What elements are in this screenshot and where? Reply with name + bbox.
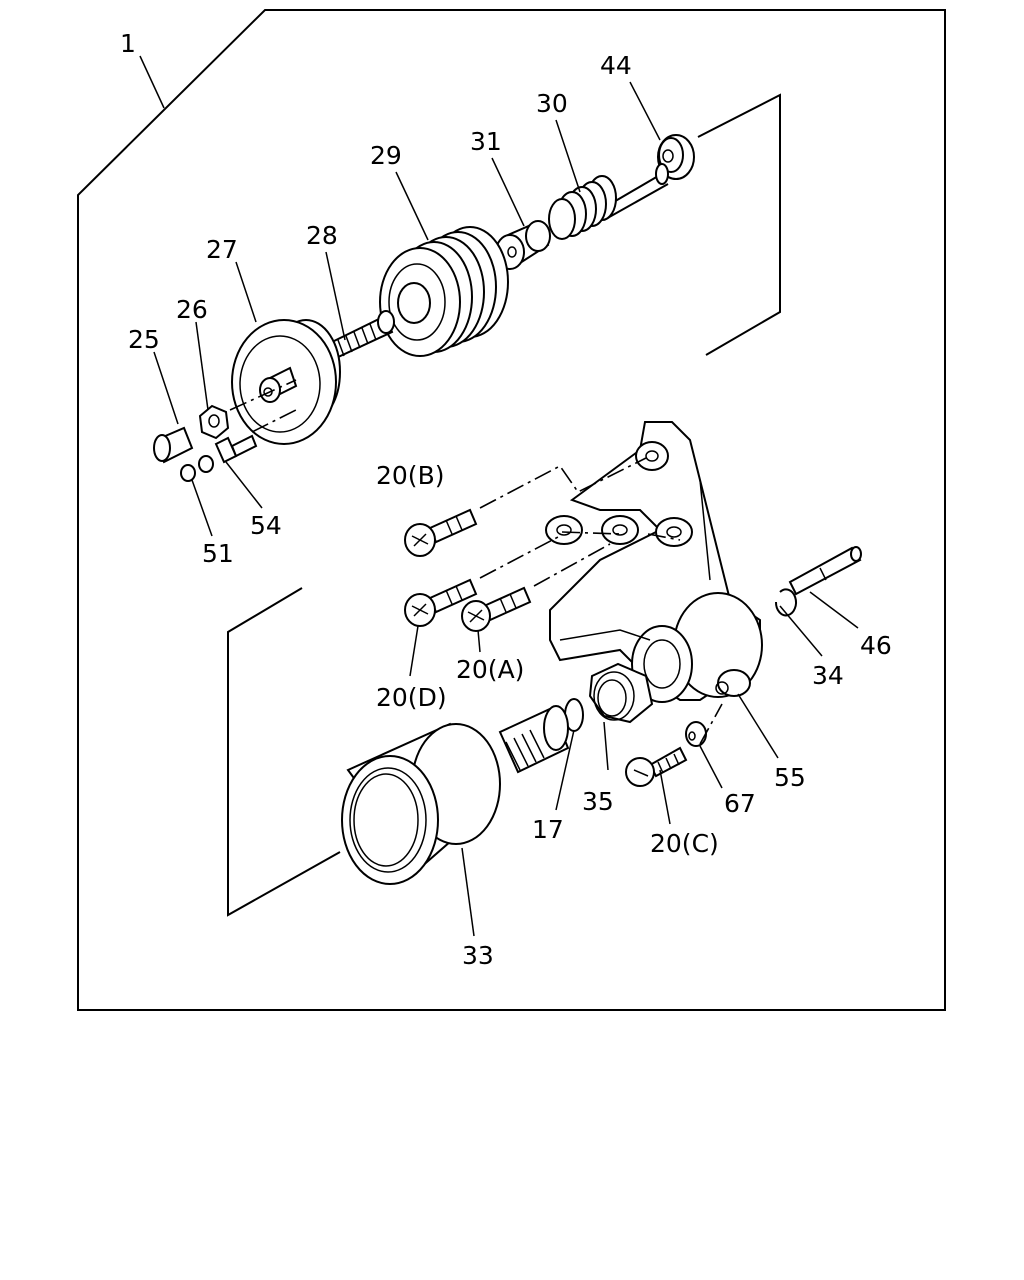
part-28-threaded-rod[interactable]: [328, 310, 395, 360]
part-20d-screw[interactable]: [404, 578, 478, 627]
part-51-pin[interactable]: [180, 455, 214, 482]
callout-20d: 20(D): [376, 683, 447, 712]
upper-bracket: [697, 93, 781, 356]
upper-centerline: [229, 379, 297, 433]
part-33-cap[interactable]: [341, 705, 570, 885]
lower-centerline-c: [699, 703, 723, 745]
part-27-pulley[interactable]: [231, 319, 341, 445]
part-31-sleeve[interactable]: [495, 220, 551, 270]
callout-33: 33: [462, 941, 494, 970]
callout-67: 67: [724, 789, 756, 818]
callout-1: 1: [120, 29, 136, 58]
part-26-nut[interactable]: [198, 404, 230, 440]
part-29-piston[interactable]: [379, 226, 509, 357]
callout-20a: 20(A): [456, 655, 524, 684]
lower-bracket: [227, 587, 341, 917]
callout-20c: 20(C): [650, 829, 719, 858]
part-25-cap[interactable]: [153, 426, 194, 464]
part-54-bolt[interactable]: [214, 434, 258, 464]
callout-55: 55: [774, 763, 806, 792]
part-20c-screw[interactable]: [625, 746, 688, 787]
callout-30: 30: [536, 89, 568, 118]
callout-28: 28: [306, 221, 338, 250]
callout-46: 46: [860, 631, 892, 660]
callout-17: 17: [532, 815, 564, 844]
part-35-nut[interactable]: [588, 662, 654, 724]
callout-34: 34: [812, 661, 844, 690]
callout-29: 29: [370, 141, 402, 170]
part-55-bushing[interactable]: [715, 669, 751, 697]
part-20b-screw[interactable]: [404, 508, 478, 557]
part-67-washer[interactable]: [685, 721, 707, 747]
callout-54: 54: [250, 511, 282, 540]
part-46-pin[interactable]: [788, 546, 862, 596]
callout-44: 44: [600, 51, 632, 80]
callout-51: 51: [202, 539, 234, 568]
part-30-spring[interactable]: [548, 163, 669, 240]
callout-25: 25: [128, 325, 160, 354]
part-20a-screw[interactable]: [461, 586, 532, 632]
callout-26: 26: [176, 295, 208, 324]
part-34-snap-ring[interactable]: [774, 588, 797, 617]
leader-lines: [139, 55, 859, 937]
callout-31: 31: [470, 127, 502, 156]
assembly-frame: [77, 9, 946, 1011]
lower-centerlines: [479, 457, 681, 587]
callout-27: 27: [206, 235, 238, 264]
callout-20b: 20(B): [376, 461, 444, 490]
callout-35: 35: [582, 787, 614, 816]
bracket-housing[interactable]: [545, 421, 763, 703]
